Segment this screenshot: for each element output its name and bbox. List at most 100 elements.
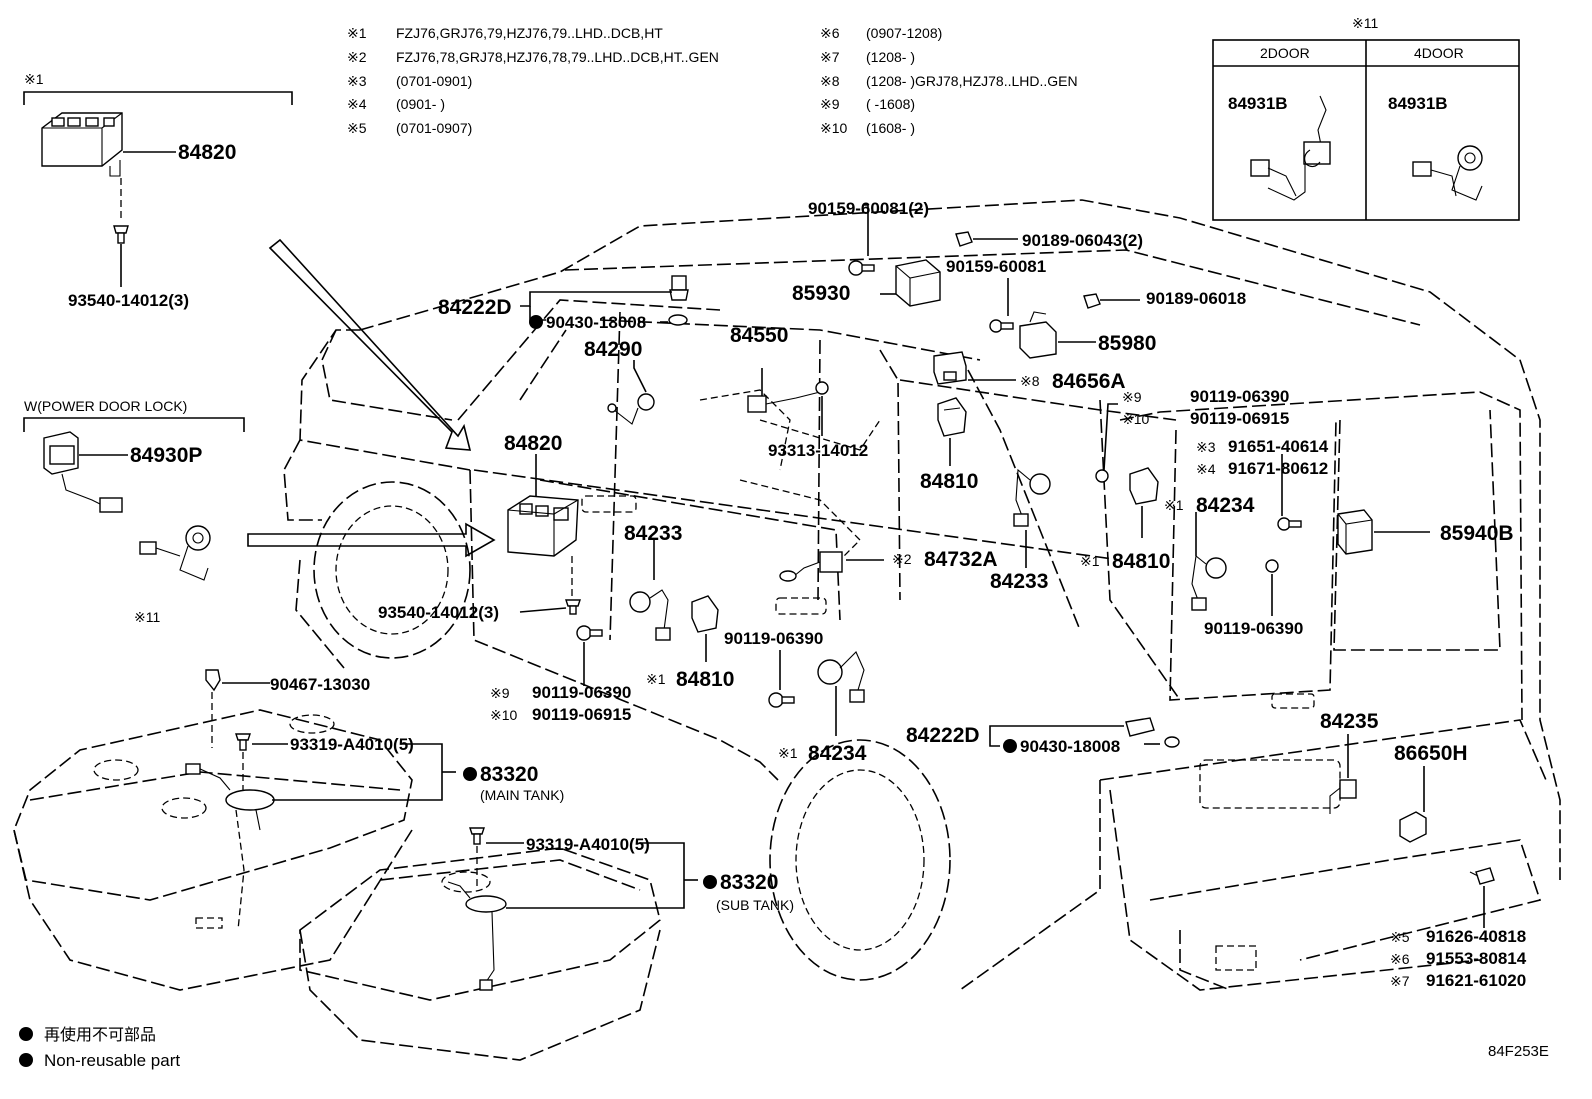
- switch-84233-left-drawing: [629, 589, 671, 641]
- door-lock-switch-small-drawing: [139, 525, 211, 581]
- switch-84235-drawing: [1329, 779, 1357, 814]
- label-84233-a: 84233: [624, 522, 682, 545]
- screw-93319-sub-icon: [469, 827, 485, 845]
- note-mark-9: ※9: [820, 96, 840, 112]
- label-84234-b: 84234: [808, 742, 867, 765]
- note-mark-4: ※4: [347, 96, 367, 112]
- screw-90159-a-icon: [848, 260, 875, 276]
- note-mark-1: ※1: [347, 25, 367, 41]
- note-mark-10: ※10: [820, 120, 848, 136]
- label-91671-80612: 91671-80612: [1228, 459, 1328, 478]
- label-90467-13030: 90467-13030: [270, 675, 370, 694]
- label-84810-c: 84810: [676, 668, 734, 691]
- label-84550: 84550: [730, 324, 788, 347]
- legend-en: Non-reusable part: [44, 1051, 180, 1070]
- left-group-part-84820: 84820: [178, 141, 236, 164]
- mark-10-b: ※10: [490, 707, 518, 723]
- non-reusable-dot-icon: [463, 767, 477, 781]
- label-93319-A4010-main: 93319-A4010(5): [290, 735, 414, 754]
- courtesy-switch-top-drawing: [668, 275, 689, 326]
- legend-dot-icon: [19, 1027, 33, 1041]
- lock-control-switch-drawing: [43, 431, 123, 513]
- left-group-screw: 93540-14012(3): [68, 291, 189, 310]
- switch-84234-bottom-drawing: [817, 651, 865, 703]
- mark-1-b: ※1: [1080, 553, 1100, 569]
- label-90119-06390-a: 90119-06390: [1190, 387, 1289, 406]
- part-labels: 90159-60081(2) 90189-06043(2) 90159-6008…: [270, 199, 1527, 990]
- legend-jp: 再使用不可部品: [44, 1026, 156, 1044]
- relay-85930-drawing: [895, 259, 941, 307]
- note-text-8: (1208- )GRJ78,HZJ78..LHD..GEN: [866, 73, 1078, 89]
- label-90189-06043-2: 90189-06043(2): [1022, 231, 1143, 250]
- legend-dot-icon: [19, 1053, 33, 1067]
- label-83320-sub: 83320: [720, 871, 778, 894]
- screw-90159-b-icon: [989, 319, 1014, 333]
- notes-list: ※1 FZJ76,GRJ76,79,HZJ76,79..LHD..DCB,HT …: [347, 25, 1078, 136]
- screw-93319-main-icon: [235, 733, 251, 751]
- note-text-6: (0907-1208): [866, 25, 942, 41]
- note-mark-8: ※8: [820, 73, 840, 89]
- switch-84810-top-drawing: [937, 397, 967, 437]
- label-93313-14012: 93313-14012: [768, 441, 868, 460]
- label-main-tank: (MAIN TANK): [480, 787, 564, 803]
- note-text-10: (1608- ): [866, 120, 915, 136]
- note-text-2: FZJ76,78,GRJ78,HZJ76,78,79..LHD..DCB,HT.…: [396, 49, 719, 65]
- label-90430-18008-bottom: 90430-18008: [1020, 737, 1120, 756]
- mark-1-c: ※1: [646, 671, 666, 687]
- power-door-part-84930P: 84930P: [130, 444, 202, 467]
- screw-90119-bottom-icon: [768, 692, 795, 708]
- note-text-1: FZJ76,GRJ76,79,HZJ76,79..LHD..DCB,HT: [396, 25, 663, 41]
- label-85940B: 85940B: [1440, 522, 1514, 545]
- label-84290: 84290: [584, 338, 642, 361]
- label-sub-tank: (SUB TANK): [716, 897, 794, 913]
- note-mark-2: ※2: [347, 49, 367, 65]
- mark-3: ※3: [1196, 439, 1216, 455]
- note-text-3: (0701-0901): [396, 73, 472, 89]
- mark-9-b: ※9: [490, 685, 510, 701]
- label-84820-mid: 84820: [504, 432, 562, 455]
- note-text-7: (1208- ): [866, 49, 915, 65]
- door-switch-4door-drawing: [1412, 145, 1483, 201]
- front-wheel-outline: [313, 481, 471, 659]
- label-85930: 85930: [792, 282, 850, 305]
- inset-mark: ※11: [1352, 15, 1378, 31]
- inset-door-variant: ※11 2DOOR 4DOOR 84931B 84931B: [1212, 15, 1520, 221]
- left-group-mark: ※1: [24, 71, 44, 87]
- mark-8: ※8: [1020, 373, 1040, 389]
- note-mark-3: ※3: [347, 73, 367, 89]
- mark-5: ※5: [1390, 929, 1410, 945]
- screw-90119-left-icon: [576, 625, 603, 641]
- fuel-gauge-sub-drawing: [447, 881, 507, 991]
- non-reusable-dot-icon: [703, 875, 717, 889]
- mark-9-a: ※9: [1122, 389, 1142, 405]
- part-drawings: [185, 231, 1495, 991]
- door-switch-2door-drawing: [1250, 95, 1331, 201]
- label-90189-06018: 90189-06018: [1146, 289, 1246, 308]
- switch-84550-drawing: [747, 381, 829, 413]
- label-90119-06390-b: 90119-06390: [1204, 619, 1303, 638]
- screw-93540-mid-icon: [565, 599, 581, 615]
- vehicle-body-outline: [283, 199, 1561, 991]
- label-90119-06390-c: 90119-06390: [724, 629, 823, 648]
- inset-part-4door: 84931B: [1388, 94, 1448, 113]
- inset-part-2door: 84931B: [1228, 94, 1288, 113]
- non-reusable-dot-icon: [529, 315, 543, 329]
- window-switch-mid-drawing: [507, 495, 579, 557]
- mark-4: ※4: [1196, 461, 1216, 477]
- label-84810-b: 84810: [1112, 550, 1170, 573]
- note-mark-7: ※7: [820, 49, 840, 65]
- switch-84234-right-drawing: [1191, 554, 1279, 611]
- mark-2: ※2: [892, 551, 912, 567]
- screw-icon: [113, 225, 129, 244]
- label-90119-06915-a: 90119-06915: [1190, 409, 1289, 428]
- leader-lines: [211, 204, 1485, 928]
- power-door-title: W(POWER DOOR LOCK): [24, 398, 187, 414]
- switch-84656A-drawing: [933, 351, 967, 385]
- note-text-9: ( -1608): [866, 96, 915, 112]
- nut-90189-a-icon: [955, 231, 973, 247]
- mark-1-a: ※1: [1164, 497, 1184, 513]
- label-84656A: 84656A: [1052, 370, 1126, 393]
- nut-90189-b-icon: [1083, 293, 1101, 309]
- switch-84810-left-drawing: [691, 595, 719, 633]
